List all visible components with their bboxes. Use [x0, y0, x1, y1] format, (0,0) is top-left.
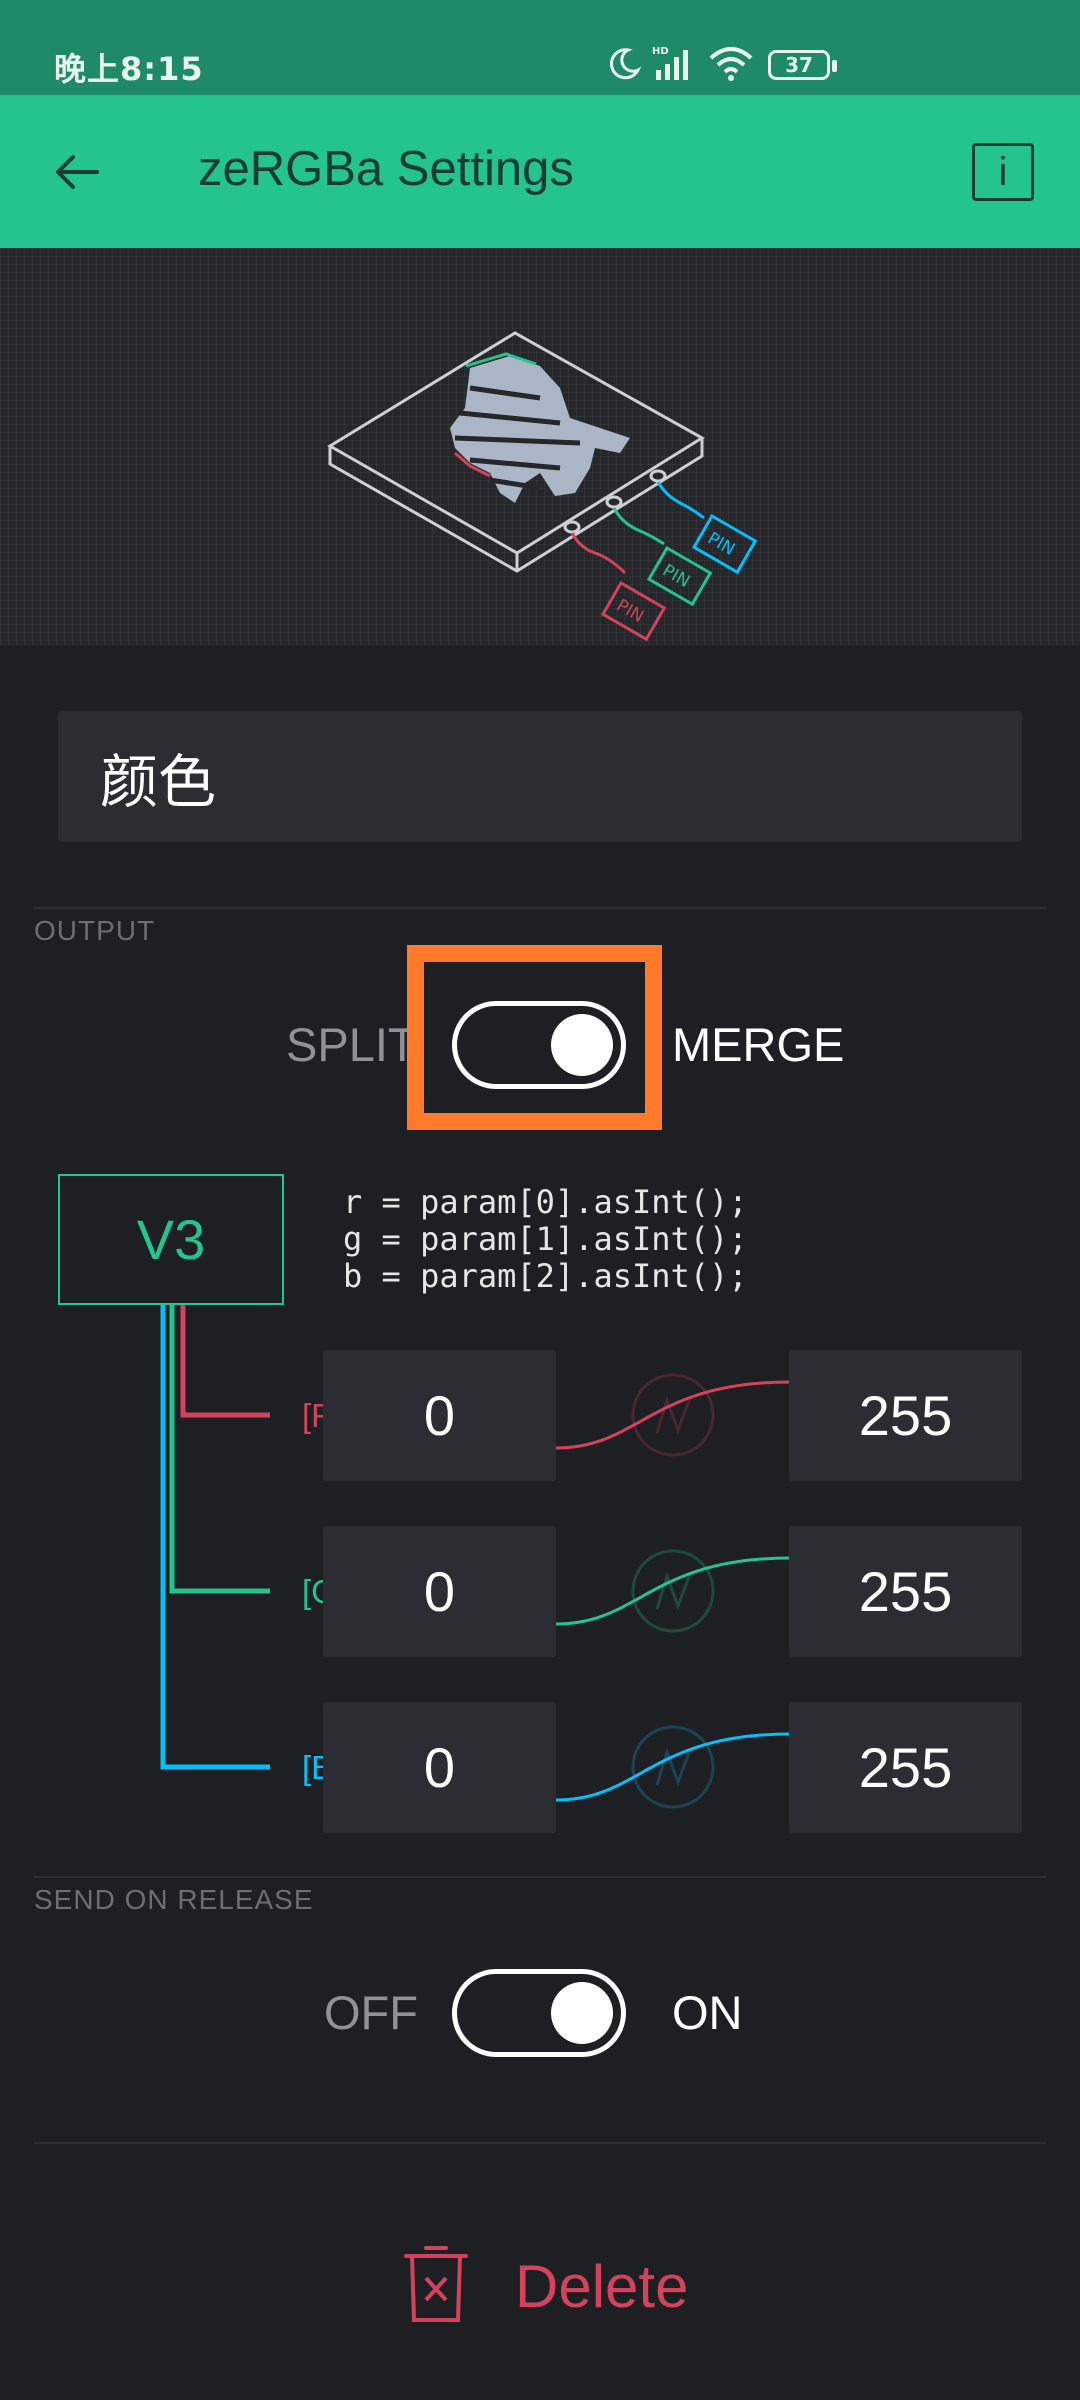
device-board-icon: [327, 331, 705, 573]
divider: [34, 2142, 1046, 2144]
divider: [34, 907, 1046, 909]
code-line: r = param[0].asInt();: [343, 1183, 748, 1221]
back-button[interactable]: [40, 135, 114, 209]
green-min-input[interactable]: 0: [323, 1526, 556, 1657]
virtual-pin-selector[interactable]: V3: [58, 1174, 284, 1305]
code-line: g = param[1].asInt();: [343, 1220, 748, 1258]
red-min-input[interactable]: 0: [323, 1350, 556, 1481]
output-merge-label: MERGE: [672, 1018, 845, 1071]
blue-min-input[interactable]: 0: [323, 1702, 556, 1833]
switch-knob: [551, 1982, 613, 2044]
cellular-signal-icon: HD: [652, 46, 688, 80]
info-button[interactable]: i: [972, 143, 1034, 201]
status-time: 晚上8:15: [54, 50, 204, 88]
output-mode-switch[interactable]: [452, 1001, 626, 1089]
send-on-release-switch[interactable]: [452, 1969, 626, 2057]
trash-icon: [404, 2246, 468, 2322]
blue-max-input[interactable]: 255: [789, 1702, 1022, 1833]
output-section-label: OUTPUT: [34, 915, 156, 946]
send-on-release-label: SEND ON RELEASE: [34, 1884, 314, 1915]
curve-icon-blue: [555, 1725, 791, 1809]
curve-icon-green: [555, 1549, 791, 1633]
hero-illustration: PIN PIN PIN: [0, 248, 1080, 646]
output-toggle-row: SPLIT MERGE: [0, 995, 1080, 1089]
red-max-input[interactable]: 255: [789, 1350, 1022, 1481]
page-title: zeRGBa Settings: [198, 142, 574, 196]
switch-knob: [551, 1014, 613, 1076]
widget-name-input[interactable]: [58, 711, 1022, 842]
zebra-logo-icon: [450, 352, 630, 503]
highlight-box: [407, 945, 662, 1130]
green-wire-icon: [612, 507, 665, 546]
output-split-label: SPLIT: [286, 1018, 417, 1071]
wifi-icon: [709, 47, 753, 81]
send-on-release-on-label: ON: [672, 1986, 743, 2039]
blue-wire-icon: [656, 481, 705, 520]
code-line: b = param[2].asInt();: [343, 1257, 748, 1295]
red-wire-icon: [570, 532, 627, 575]
code-snippet: r = param[0].asInt();g = param[1].asInt(…: [343, 1184, 748, 1295]
svg-text:HD: HD: [652, 46, 669, 57]
ports-icon: [563, 469, 667, 534]
send-on-release-row: OFF ON: [0, 1963, 1080, 2057]
battery-indicator: 37: [768, 50, 837, 80]
app-bar: zeRGBa Settings i: [0, 95, 1080, 248]
green-max-input[interactable]: 255: [789, 1526, 1022, 1657]
divider: [34, 1876, 1046, 1878]
delete-label: Delete: [515, 2253, 689, 2320]
curve-icon-red: [555, 1373, 791, 1457]
send-on-release-off-label: OFF: [324, 1986, 418, 2039]
arrow-left-icon: [56, 155, 99, 189]
status-bar: 晚上8:15 HD 37: [0, 0, 1080, 95]
moon-icon: [609, 48, 642, 80]
delete-button[interactable]: Delete: [400, 2240, 720, 2360]
